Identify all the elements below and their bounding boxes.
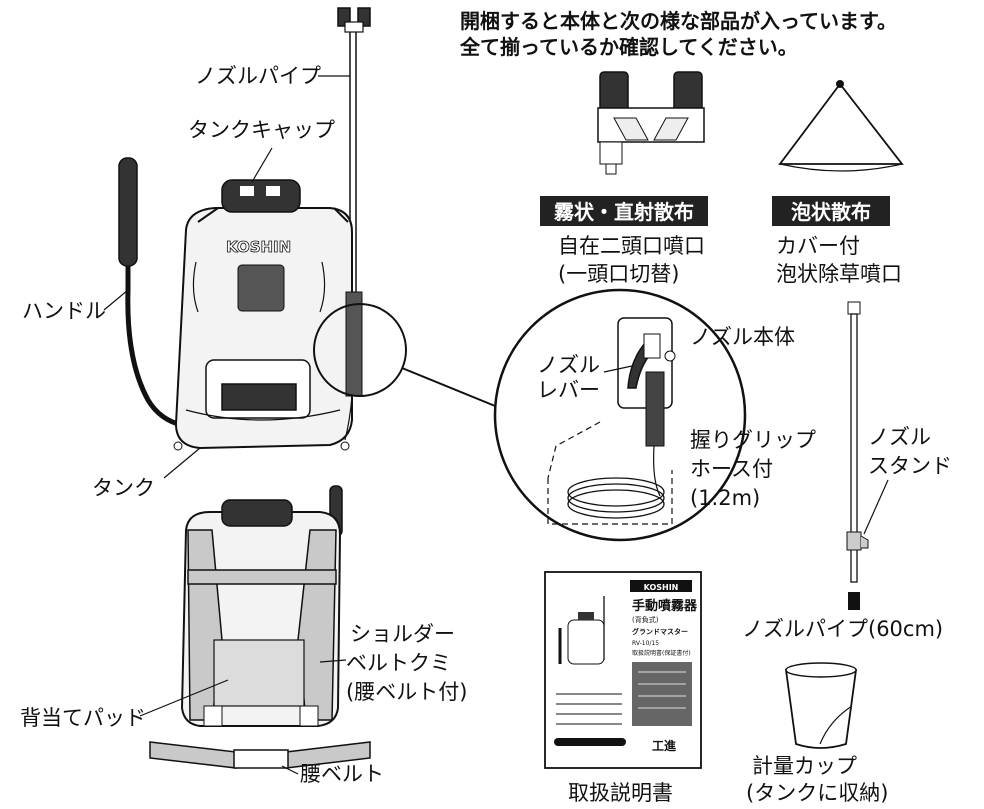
tank-brand: KOSHIN — [226, 238, 291, 256]
label-pipe-60: ノズルパイプ(60cm) — [742, 617, 943, 641]
manual-model: RV-10/15 — [632, 640, 659, 647]
nozzle-head-small — [337, 7, 371, 33]
sprayer-front-view: KOSHIN — [118, 7, 407, 451]
sprayer-back-view — [149, 485, 371, 769]
handle-grip — [118, 157, 138, 267]
foam-cover-nozzle — [778, 80, 904, 172]
mist-badge — [540, 196, 708, 226]
foam-badge — [772, 196, 890, 226]
back-pad — [213, 639, 305, 707]
label-stand-1: ノズル — [868, 425, 931, 449]
manual-series: グランドマスター — [632, 627, 688, 636]
label-shoulder-3: (腰ベルト付) — [346, 680, 467, 704]
foam-line-1: カバー付 — [776, 234, 860, 258]
label-tank: タンク — [92, 476, 155, 500]
mist-badge-text: 霧状・直射散布 — [553, 200, 694, 224]
waist-buckle — [233, 749, 289, 769]
header-line-1: 開梱すると本体と次の様な部品が入っています。 — [460, 9, 897, 33]
nozzle-pipe-60 — [846, 301, 869, 610]
nozzle-zoom-view — [493, 288, 747, 542]
header-line-2: 全て揃っているか確認してください。 — [459, 35, 798, 59]
label-nozzle-body: ノズル本体 — [690, 325, 795, 349]
nozzle-grip-small — [345, 291, 363, 397]
instruction-manual: KOSHIN 手動噴霧器 (背負式) グランドマスター RV-10/15 取扱説… — [544, 571, 702, 769]
manual-sub: (背負式) — [632, 615, 659, 624]
label-manual: 取扱説明書 — [568, 781, 673, 805]
manual-doc: 取扱説明書(保証書付) — [632, 649, 691, 657]
mist-line-2: (一頭口切替) — [558, 262, 679, 286]
label-nozzle-lever-2: レバー — [537, 378, 600, 402]
label-grip-1: 握りグリップ — [690, 428, 816, 452]
handle-rod — [125, 180, 183, 428]
foam-line-2: 泡状除草噴口 — [776, 262, 902, 286]
chest-strap — [187, 569, 337, 585]
zoom-connector — [401, 367, 501, 409]
magnify-circle-small — [313, 303, 407, 397]
label-shoulder-1: ショルダー — [350, 622, 455, 646]
grip-hose — [645, 371, 665, 447]
label-handle: ハンドル — [22, 299, 106, 323]
pump-unit — [221, 383, 297, 411]
manual-brand: KOSHIN — [644, 583, 679, 592]
label-cup-1: 計量カップ — [752, 754, 857, 778]
manual-maker: 工進 — [652, 738, 677, 753]
label-grip-2: ホース付 — [690, 457, 773, 481]
label-back-pad: 背当てパッド — [20, 706, 146, 730]
twin-head-nozzle — [597, 71, 705, 175]
tank-cap — [221, 179, 301, 213]
foam-badge-text: 泡状散布 — [791, 200, 871, 224]
magnify-circle-large — [493, 288, 747, 542]
label-nozzle-lever-1: ノズル — [537, 353, 600, 377]
tank-window — [237, 264, 285, 312]
label-nozzle-pipe: ノズルパイプ — [195, 64, 321, 88]
mist-line-1: 自在二頭口噴口 — [558, 234, 705, 258]
label-grip-3: (1.2m) — [690, 486, 760, 510]
label-stand-2: スタンド — [868, 454, 952, 478]
label-shoulder-2: ベルトクミ — [346, 651, 451, 675]
label-tank-cap: タンクキャップ — [188, 118, 335, 142]
manual-title: 手動噴霧器 — [632, 598, 698, 614]
label-waist-belt: 腰ベルト — [300, 762, 384, 786]
label-cup-2: (タンクに収納) — [746, 781, 888, 805]
measuring-cup — [784, 662, 858, 749]
